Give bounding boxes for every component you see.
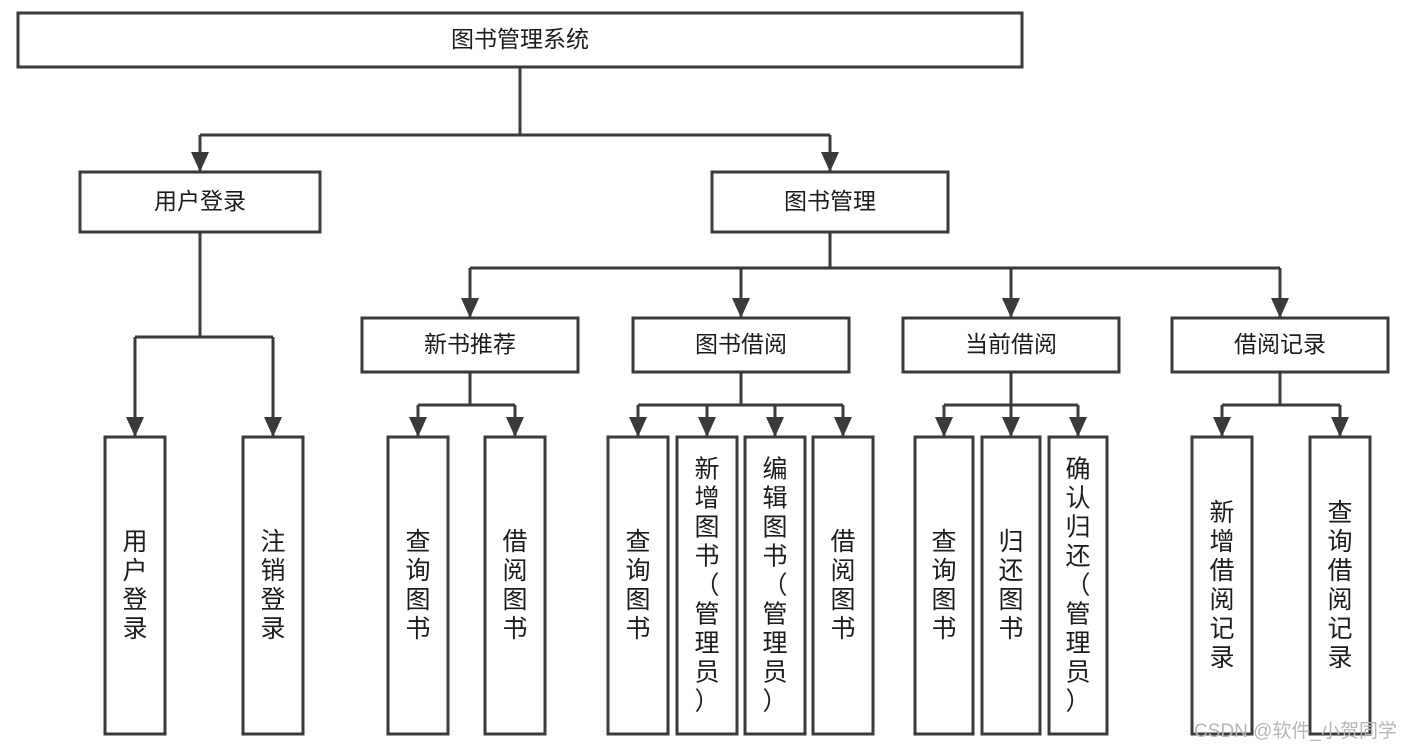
node-box-user-login-do: [103, 435, 167, 736]
node-book-borrow[interactable]: 图书借阅: [631, 316, 851, 374]
arrow-head-current-borrow: [1002, 298, 1020, 318]
node-box-new-book-recommend: [360, 316, 580, 374]
node-box-bb-edit-book: [743, 435, 807, 736]
node-bb-edit-book[interactable]: 编辑图书（管理员）: [743, 435, 807, 736]
node-box-root: [16, 11, 1024, 69]
arrow-head-br-add-record: [1213, 417, 1231, 437]
node-br-query-record[interactable]: 查询借阅记录: [1308, 435, 1372, 736]
arrow-head-borrow-records: [1271, 298, 1289, 318]
arrow-head-bb-edit-book: [766, 417, 784, 437]
arrow-head-cb-query-book: [935, 417, 953, 437]
node-box-br-query-record: [1308, 435, 1372, 736]
node-label-user-login: 用户登录: [154, 188, 246, 214]
node-label-cb-confirm-return: 确认归还（管理员）: [1065, 456, 1090, 716]
node-user-login-do[interactable]: 用户登录: [103, 435, 167, 736]
node-bb-query-book[interactable]: 查询图书: [606, 435, 670, 736]
node-box-nbr-borrow-book: [483, 435, 547, 736]
node-label-cb-return-book: 归还图书: [998, 528, 1023, 643]
node-layer: 图书管理系统用户登录用户登录注销登录图书管理新书推荐查询图书借阅图书图书借阅查询…: [16, 11, 1390, 736]
connector-layer: [126, 67, 1349, 437]
node-label-bb-edit-book: 编辑图书（管理员）: [762, 456, 787, 716]
node-box-cb-confirm-return: [1047, 435, 1109, 736]
node-box-br-add-record: [1190, 435, 1254, 736]
node-label-nbr-query-book: 查询图书: [405, 528, 430, 643]
node-cb-confirm-return[interactable]: 确认归还（管理员）: [1047, 435, 1109, 736]
node-borrow-records[interactable]: 借阅记录: [1170, 316, 1390, 374]
node-new-book-recommend[interactable]: 新书推荐: [360, 316, 580, 374]
arrow-head-bb-borrow-book: [834, 417, 852, 437]
node-box-nbr-query-book: [386, 435, 450, 736]
node-box-cb-return-book: [980, 435, 1042, 736]
node-box-cb-query-book: [913, 435, 975, 736]
arrow-head-user-login: [191, 152, 209, 172]
node-label-user-logout: 注销登录: [260, 528, 285, 643]
node-label-bb-add-book: 新增图书（管理员）: [694, 456, 719, 716]
arrow-head-cb-return-book: [1002, 417, 1020, 437]
node-box-bb-query-book: [606, 435, 670, 736]
node-nbr-borrow-book[interactable]: 借阅图书: [483, 435, 547, 736]
watermark-label: CSDN @软件_小贺同学: [1194, 720, 1397, 742]
arrow-head-nbr-borrow-book: [506, 417, 524, 437]
node-label-root: 图书管理系统: [451, 26, 589, 52]
node-current-borrow[interactable]: 当前借阅: [901, 316, 1121, 374]
arrow-head-bb-add-book: [698, 417, 716, 437]
node-user-login[interactable]: 用户登录: [78, 170, 322, 234]
node-label-bb-query-book: 查询图书: [625, 528, 650, 643]
node-box-borrow-records: [1170, 316, 1390, 374]
node-label-new-book-recommend: 新书推荐: [424, 331, 516, 357]
arrow-head-book-borrow: [732, 298, 750, 318]
node-cb-return-book[interactable]: 归还图书: [980, 435, 1042, 736]
node-label-borrow-records: 借阅记录: [1234, 331, 1326, 357]
node-label-nbr-borrow-book: 借阅图书: [502, 528, 527, 643]
node-root[interactable]: 图书管理系统: [16, 11, 1024, 69]
arrow-head-book-management: [821, 152, 839, 172]
node-box-current-borrow: [901, 316, 1121, 374]
node-label-br-query-record: 查询借阅记录: [1327, 499, 1352, 672]
node-label-user-login-do: 用户登录: [122, 528, 147, 643]
arrow-head-br-query-record: [1331, 417, 1349, 437]
node-book-management[interactable]: 图书管理: [710, 170, 950, 234]
arrow-head-new-book-recommend: [461, 298, 479, 318]
node-bb-add-book[interactable]: 新增图书（管理员）: [675, 435, 739, 736]
node-label-br-add-record: 新增借阅记录: [1209, 499, 1234, 672]
arrow-head-user-login-do: [126, 417, 144, 437]
node-box-bb-borrow-book: [811, 435, 875, 736]
arrow-head-cb-confirm-return: [1069, 417, 1087, 437]
node-label-book-management: 图书管理: [784, 188, 876, 214]
arrow-head-user-logout: [264, 417, 282, 437]
node-user-logout[interactable]: 注销登录: [241, 435, 305, 736]
node-cb-query-book[interactable]: 查询图书: [913, 435, 975, 736]
node-label-cb-query-book: 查询图书: [931, 528, 956, 643]
node-box-user-logout: [241, 435, 305, 736]
node-box-book-management: [710, 170, 950, 234]
arrow-head-bb-query-book: [629, 417, 647, 437]
node-br-add-record[interactable]: 新增借阅记录: [1190, 435, 1254, 736]
arrow-head-nbr-query-book: [409, 417, 427, 437]
node-label-book-borrow: 图书借阅: [695, 331, 787, 357]
node-nbr-query-book[interactable]: 查询图书: [386, 435, 450, 736]
node-box-user-login: [78, 170, 322, 234]
node-box-book-borrow: [631, 316, 851, 374]
node-label-bb-borrow-book: 借阅图书: [830, 528, 855, 643]
node-label-current-borrow: 当前借阅: [965, 331, 1057, 357]
node-box-bb-add-book: [675, 435, 739, 736]
node-bb-borrow-book[interactable]: 借阅图书: [811, 435, 875, 736]
